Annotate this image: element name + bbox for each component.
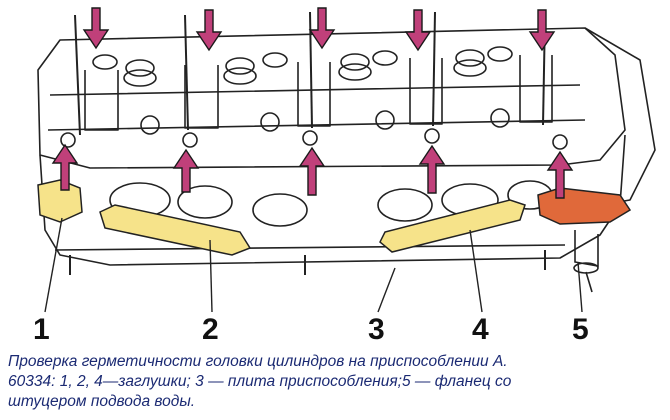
test-arrows-down bbox=[82, 7, 556, 52]
caption-line-2: 60334: 1, 2, 4—заглушки; 3 — плита присп… bbox=[8, 373, 512, 390]
valve-caps bbox=[92, 46, 513, 87]
cylinder-head-right-wall bbox=[584, 27, 656, 206]
callout-5: 5 bbox=[572, 313, 589, 346]
callout-2: 2 bbox=[202, 313, 219, 346]
plug-2 bbox=[99, 204, 252, 256]
caption-line-1: Проверка герметичности головки цилиндров… bbox=[8, 353, 508, 370]
callout-1: 1 bbox=[33, 313, 50, 346]
plug-1 bbox=[37, 179, 83, 223]
flange-5 bbox=[537, 187, 632, 225]
caption-line-3: штуцером подвода воды. bbox=[8, 393, 196, 410]
callout-leaders bbox=[44, 217, 583, 313]
plug-4 bbox=[379, 199, 526, 253]
callout-3: 3 bbox=[368, 313, 385, 346]
cylinder-head-top-outline bbox=[37, 27, 626, 169]
head-inner-ledge bbox=[47, 84, 586, 131]
camshaft-towers bbox=[84, 55, 553, 131]
figure-caption: Проверка герметичности головки цилиндров… bbox=[8, 352, 658, 412]
head-bottom-edge bbox=[54, 244, 566, 251]
callout-4: 4 bbox=[472, 313, 489, 346]
water-fitting bbox=[573, 230, 599, 293]
test-arrows-up bbox=[51, 143, 574, 199]
bolt-holes bbox=[60, 108, 568, 150]
